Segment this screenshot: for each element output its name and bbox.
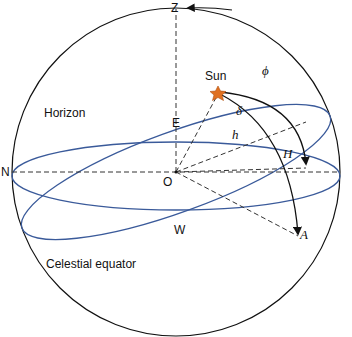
angle-label: δ (236, 104, 242, 117)
sun-symbol (210, 86, 226, 101)
sphere-outline (12, 8, 340, 336)
hour-arc (220, 92, 306, 164)
circle-label: Celestial equator (46, 258, 136, 270)
altitude-arc (220, 94, 298, 234)
point-label: N (1, 166, 10, 178)
angle-label: H (283, 147, 292, 160)
zenith-label: Z (171, 2, 178, 14)
point-label: O (163, 176, 172, 188)
zenith-arrow (188, 8, 232, 10)
dashed-lines (12, 9, 340, 236)
angle-label: h (232, 128, 239, 141)
point-label: E (172, 117, 180, 129)
point-label: A (300, 228, 308, 241)
center-dot (175, 171, 178, 174)
point-label: W (174, 224, 185, 236)
circle-label: Horizon (44, 107, 85, 119)
angle-label: ϕ (262, 64, 269, 77)
sun-label: Sun (205, 70, 226, 82)
